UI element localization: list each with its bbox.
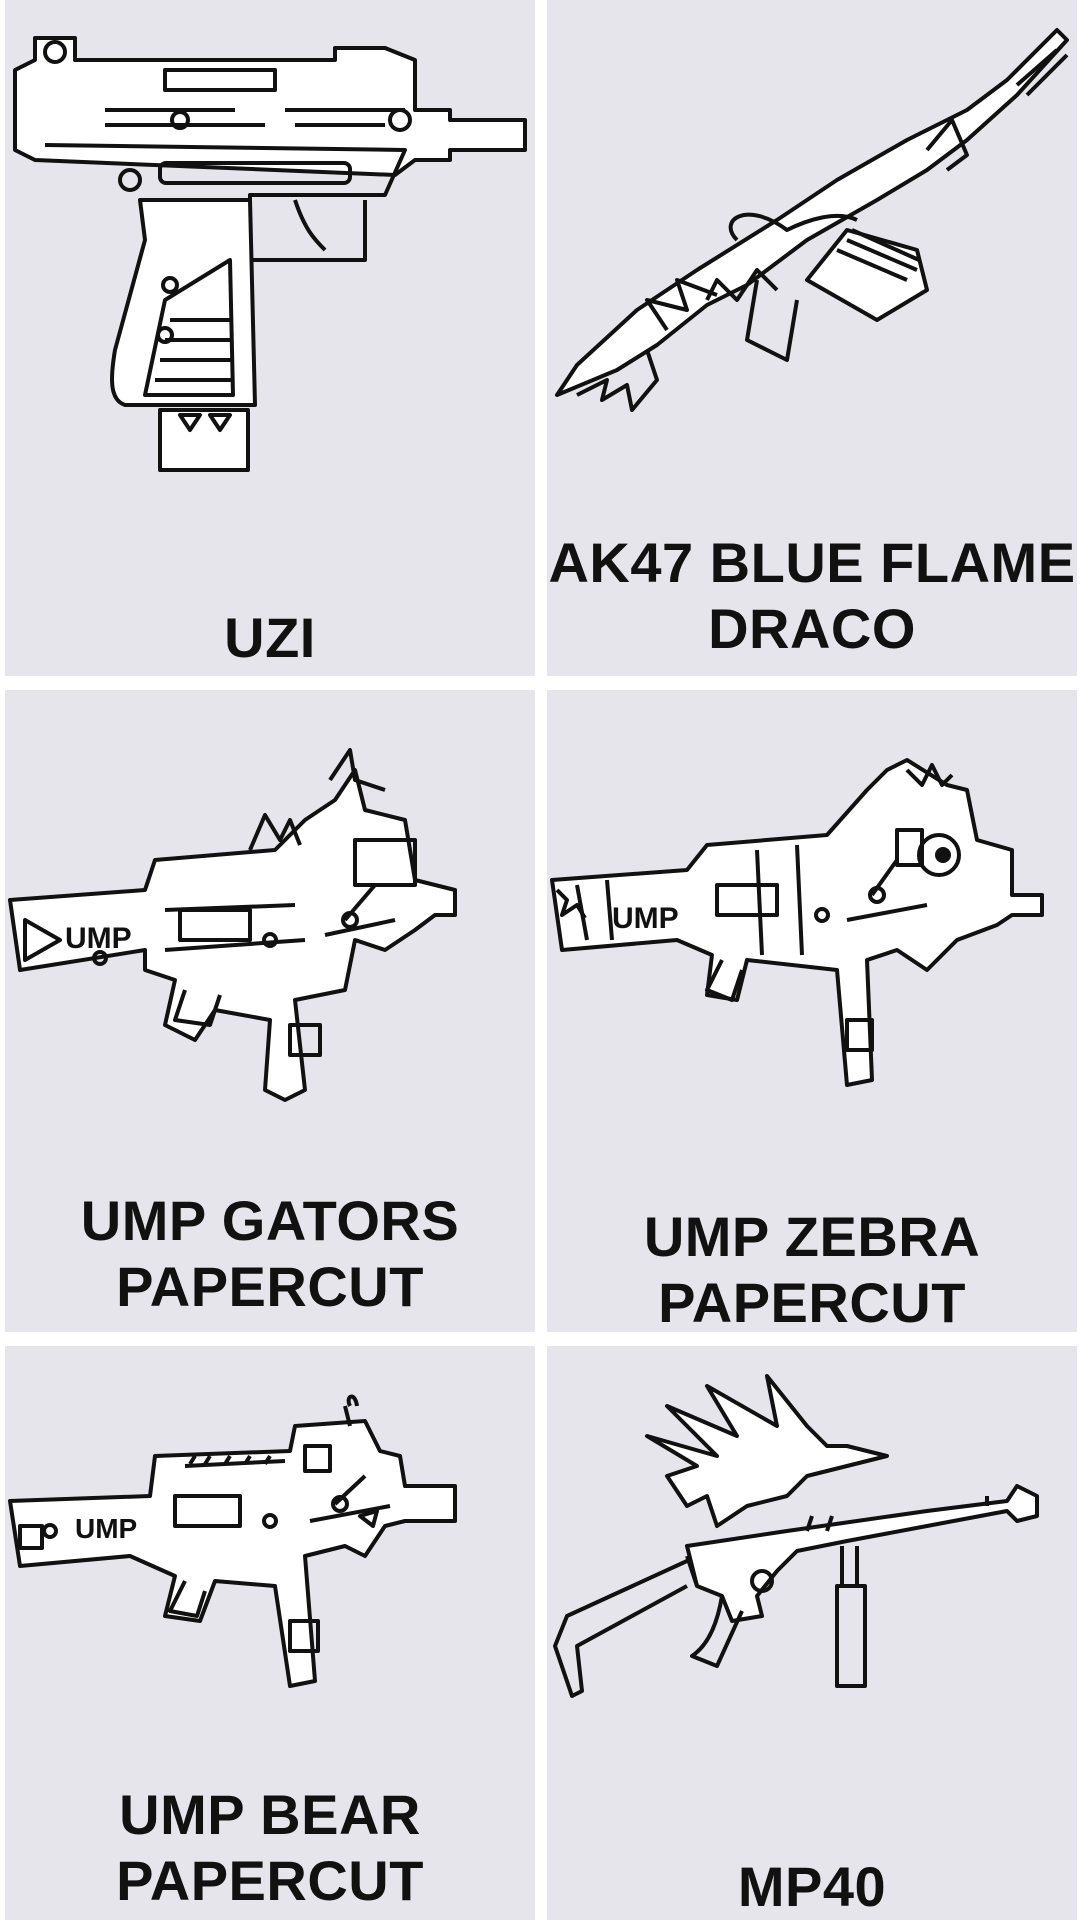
- uzi-drawing: [13, 36, 527, 472]
- weapon-name-ump-zebra-papercut: UMP ZEBRA PAPERCUT: [643, 1205, 981, 1332]
- weapon-name-mp40: MP40: [737, 1855, 887, 1918]
- mp40-drawing: [553, 1374, 1039, 1698]
- weapon-card-mp40[interactable]: MP40: [547, 1346, 1077, 1920]
- weapon-name-ak47-blue-flame-draco: AK47 BLUE FLAME DRACO: [548, 531, 1076, 660]
- ump-logo-bear: UMP: [75, 1513, 137, 1544]
- weapon-card-ak47-blue-flame-draco[interactable]: AK47 BLUE FLAME DRACO: [547, 0, 1077, 676]
- ak47-drawing: [555, 28, 1069, 412]
- weapon-name-uzi: UZI: [224, 606, 316, 669]
- weapon-card-ump-gators-papercut[interactable]: UMP UMP GATORS PAPERCUT: [5, 690, 535, 1332]
- weapon-name-ump-bear-papercut: UMP BEAR PAPERCUT: [116, 1783, 424, 1912]
- ump-logo-zebra: UMP: [612, 902, 679, 935]
- weapon-card-ump-zebra-papercut[interactable]: UMP UMP ZEBRA PAPERCUT: [547, 690, 1077, 1332]
- weapon-card-ump-bear-papercut[interactable]: UMP UMP BEAR PAPERCUT: [5, 1346, 535, 1920]
- weapon-name-ump-gators-papercut: UMP GATORS PAPERCUT: [80, 1189, 460, 1318]
- ump-zebra-drawing: UMP: [550, 758, 1044, 1087]
- weapon-card-uzi[interactable]: UZI: [5, 0, 535, 676]
- ump-gators-drawing: UMP: [8, 748, 457, 1102]
- ump-bear-drawing: UMP: [8, 1394, 457, 1688]
- ump-logo-gators: UMP: [65, 922, 132, 955]
